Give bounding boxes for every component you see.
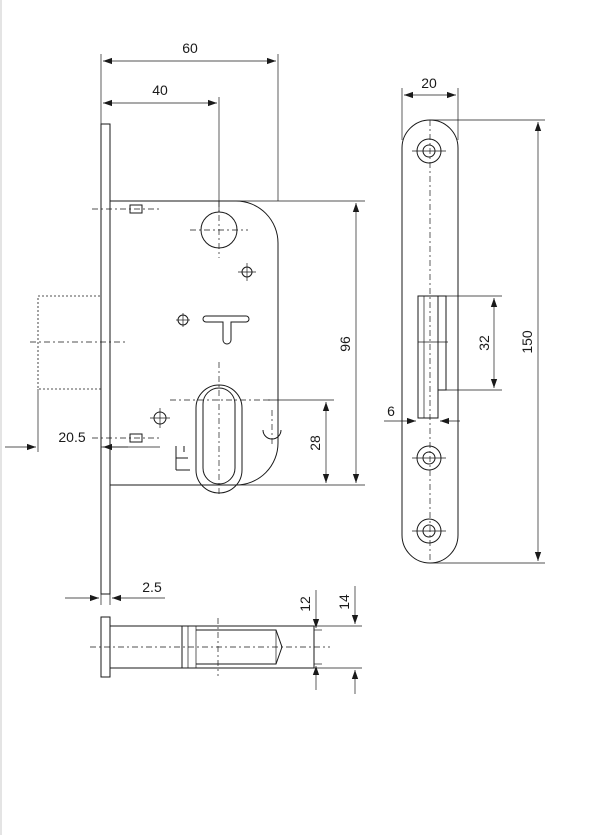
- dim-60: 60: [182, 40, 198, 56]
- lock-body-front-view: [30, 123, 282, 595]
- latch-bolt: [37, 295, 102, 390]
- dim-6: 6: [387, 403, 395, 419]
- lock-case: [110, 200, 279, 486]
- bolt-section-view: [90, 616, 330, 678]
- dimension-backset: 40: [103, 82, 220, 212]
- dimension-faceplate-thickness: 2.5: [65, 579, 165, 605]
- dim-14: 14: [336, 594, 352, 610]
- faceplate: [100, 123, 111, 595]
- strike-screw-bottom: [412, 518, 446, 544]
- dim-32: 32: [476, 335, 492, 351]
- dimension-latch-projection: 20.5: [5, 389, 160, 452]
- screw-lower-left: [150, 408, 170, 428]
- strike-screw-top: [412, 138, 446, 164]
- dimension-bolt-width: 12: [297, 590, 322, 690]
- dimension-strike-height: 32: [446, 295, 502, 391]
- dimension-strike-depth: 6: [384, 403, 460, 425]
- strike-screw-middle: [412, 445, 446, 471]
- screw-top: [238, 263, 256, 281]
- dimension-body-width: 60: [100, 40, 279, 201]
- dimension-bolt-outer: 14: [314, 586, 362, 694]
- dim-2-5: 2.5: [142, 579, 162, 595]
- dimension-faceplate-height: 150: [430, 119, 545, 564]
- dimension-cylinder-offset: 28: [265, 399, 334, 483]
- faceplate-screw-bottom: [92, 433, 160, 443]
- dimension-faceplate-width: 20: [401, 75, 459, 140]
- dim-12: 12: [297, 596, 313, 612]
- euro-cylinder-hole: [170, 362, 270, 495]
- strike-opening: [417, 295, 448, 419]
- strike-plate-view: [401, 119, 459, 564]
- dim-20-5: 20.5: [58, 429, 85, 445]
- dim-150: 150: [519, 330, 535, 354]
- dimension-body-height: 96: [236, 200, 365, 486]
- mechanism-symbol: [175, 446, 190, 471]
- screw-middle: [176, 313, 190, 327]
- dim-20: 20: [421, 75, 437, 91]
- dim-40: 40: [152, 82, 168, 98]
- t-slot: [202, 315, 250, 345]
- dim-28: 28: [307, 435, 323, 451]
- dim-96: 96: [337, 336, 353, 352]
- faceplate-screw-top: [92, 204, 160, 214]
